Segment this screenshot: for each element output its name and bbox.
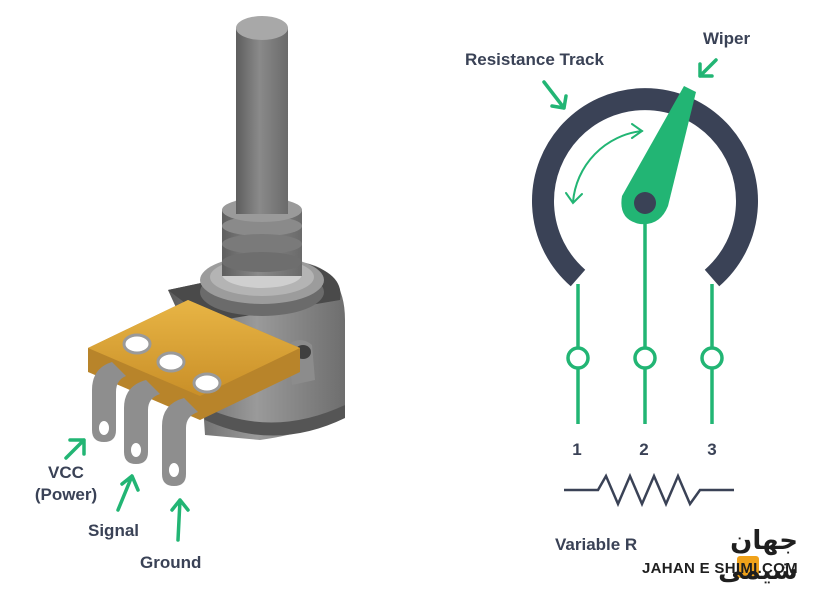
wiper-pivot (634, 192, 656, 214)
arrow-icon (64, 58, 718, 542)
watermark: جهان شیمی JAHAN E SHIMI.COM (642, 526, 802, 586)
resistor-symbol-icon (564, 472, 734, 508)
pin-circle-3 (700, 346, 724, 370)
resistance-track-arc (532, 88, 758, 287)
pin-circle-2 (633, 346, 657, 370)
terminal-hole-3 (192, 372, 222, 394)
pot-bushing-ring-1 (222, 216, 302, 236)
terminal-leg-signal (124, 380, 160, 464)
pin-circle-1 (566, 346, 590, 370)
label-ground: Ground (140, 553, 202, 572)
wiper-arrow-icon (698, 58, 718, 78)
terminal-leg-ground (162, 398, 198, 486)
ground-arrow-icon (170, 498, 190, 542)
pot-housing-rim (200, 405, 345, 436)
terminal-leg-vcc (92, 362, 126, 442)
pot-shaft-top (236, 16, 288, 40)
label-vcc-text: VCC (48, 463, 84, 482)
watermark-arabic: جهان شیمی (718, 526, 798, 586)
double-arrow-icon (565, 123, 644, 205)
watermark-latin: JAHAN E SHIMI.COM (642, 560, 798, 577)
pot-shaft (236, 28, 288, 214)
label-variable-resistor: Variable R (555, 535, 638, 554)
signal-arrow-icon (116, 474, 140, 512)
pin-number-2: 2 (639, 440, 649, 459)
wiper-blade (621, 86, 696, 225)
label-vcc: VCC (Power) (28, 462, 104, 506)
potentiometer-illustration (88, 16, 345, 486)
pin-number-1: 1 (572, 440, 582, 459)
label-resistance-track: Resistance Track (465, 50, 604, 69)
track-arrow-icon (542, 80, 568, 110)
terminal-hole-2 (156, 351, 186, 373)
terminal-hole-1 (122, 333, 152, 355)
vcc-arrow-icon (64, 438, 86, 460)
pin-number-3: 3 (707, 440, 717, 459)
label-vcc-sub: (Power) (34, 485, 98, 504)
watermark-badge (737, 556, 759, 578)
pot-bushing-ring-2 (222, 234, 302, 254)
pot-bushing-ring-3 (222, 252, 302, 272)
pot-terminal-plate-top (88, 300, 300, 396)
label-signal: Signal (88, 521, 140, 540)
schematic (532, 86, 758, 508)
label-wiper: Wiper (703, 29, 751, 48)
